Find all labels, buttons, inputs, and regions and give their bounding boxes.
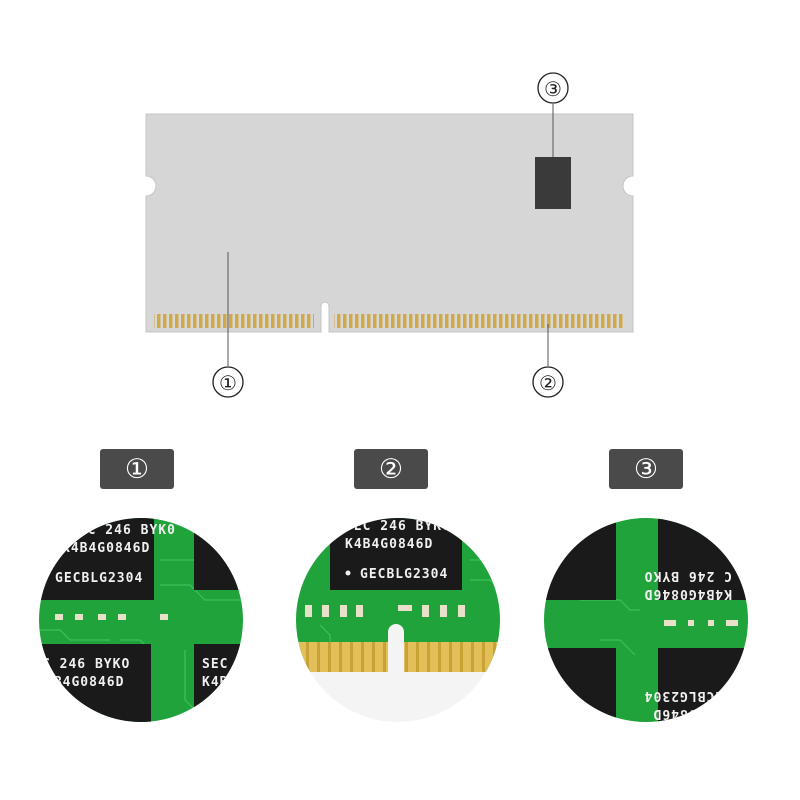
chip-1-bottom-line1: C 246 BYKO	[42, 657, 130, 672]
tab-3-label: ③	[633, 453, 659, 485]
tab-2: ②	[354, 449, 428, 489]
chip-1-bottom-line2: 4B4G0846D	[45, 675, 124, 690]
chip-3-top-left	[544, 518, 616, 600]
zoom-circle-2: SEC 246 BYK0 K4B4G0846D GECBLG2304	[296, 518, 500, 722]
chip-2-line2: K4B4G0846D	[345, 537, 433, 552]
zoom-circle-1: SEC 246 BYK0 K4B4G0846D GECBLG2304 C 246…	[39, 518, 243, 722]
spd-chip	[535, 157, 571, 209]
connector-notch	[388, 624, 404, 672]
callout-2-label: ②	[539, 371, 557, 395]
tab-1-label: ①	[124, 453, 150, 485]
chip-1-top-line1: SEC 246 BYK0	[70, 523, 176, 538]
module-board	[145, 113, 634, 333]
smd-components-2	[305, 605, 465, 617]
callout-3-label: ③	[544, 77, 562, 101]
chip-1-top-line2: K4B4G0846D	[62, 541, 150, 556]
chip-2-line3: GECBLG2304	[360, 567, 448, 582]
chip-1-br-line1: SEC	[202, 657, 228, 672]
smd-components-1	[55, 614, 168, 620]
smd-components-3	[664, 620, 738, 626]
callout-1: ①	[212, 366, 244, 398]
tab-1: ①	[100, 449, 174, 489]
chip-1-top-line3: GECBLG2304	[55, 571, 143, 586]
callout-3: ③	[537, 72, 569, 104]
chip-3-line1: K4B4G0846D	[644, 586, 732, 601]
chip-3-line2: C 246 BYKO	[644, 568, 732, 583]
contact-pins-right	[334, 314, 624, 328]
gold-contacts-left	[296, 642, 388, 672]
gold-contacts-right	[404, 642, 500, 672]
zoom-circle-3: K4B4G0846D C 246 BYKO GECBLG2304 4B4G084…	[544, 518, 748, 722]
tab-2-label: ②	[378, 453, 404, 485]
chip-2-pin1-dot	[345, 570, 351, 576]
contact-pins-left	[154, 314, 314, 328]
chip-3-line4: 4B4G0846D	[653, 706, 732, 721]
callout-1-label: ①	[219, 371, 237, 395]
chip-3-bottom-left	[544, 648, 616, 722]
chip-3-line3: GECBLG2304	[644, 688, 732, 703]
chip-1-br-line2: K4B	[202, 675, 228, 690]
tab-3: ③	[609, 449, 683, 489]
chip-2-line1: SEC 246 BYK0	[345, 519, 451, 534]
chip-1-top-right	[194, 518, 243, 590]
ram-module	[145, 113, 634, 333]
chip-2	[330, 518, 462, 590]
callout-2: ②	[532, 366, 564, 398]
